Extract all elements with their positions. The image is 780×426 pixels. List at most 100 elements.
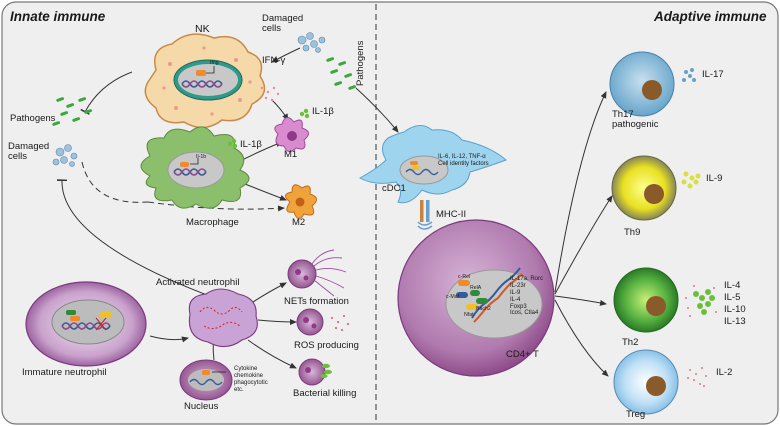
pathogens-top-label: Pathogens (355, 40, 366, 86)
treg-cell (613, 349, 679, 415)
ifng-cytokine-dots (260, 86, 280, 102)
th2-cytokine-il10: IL-10 (724, 303, 746, 315)
th17-cell (609, 51, 675, 117)
th2-cytokine-dots (685, 285, 717, 317)
cd4-t-cell (397, 219, 555, 377)
neutrophil-functions-label: Cytokine chemokine phagocytotic etc. (234, 366, 268, 394)
nk-cell (144, 33, 266, 129)
il1b-right-label: IL-1β (312, 106, 334, 117)
th2-cytokine-il13: IL-13 (724, 315, 746, 327)
cd4-dna-icon (471, 267, 523, 323)
function-line-2: chemokine (234, 372, 264, 379)
il17-cytokine-dots (682, 68, 696, 82)
m1-label: M1 (284, 149, 298, 160)
cd4-gene-line-5: Foxp3 (510, 303, 527, 310)
th17-label-line2: pathogenic (612, 118, 659, 130)
damaged-cells-left-line2: cells (8, 150, 28, 162)
pathogen-icon (52, 97, 93, 126)
activated-neutrophil-cell (188, 288, 258, 348)
cd4-to-th9-arrow (554, 195, 613, 295)
il1b-cytokine-right (299, 108, 310, 119)
cdc1-cytokines-label: IL-6, IL-12, TNF-α Cell identity factors (438, 154, 489, 168)
cd4-gene-line-1: IL-17a, Rorc (510, 276, 544, 282)
neutrophil-inhibit-arrow (56, 179, 216, 299)
cd4-tf-c-maf: c-Maf (446, 294, 459, 300)
cdc1-label: cDC1 (382, 183, 406, 194)
pathogens-left-label: Pathogens (10, 113, 56, 124)
cdc1-cytokine-line-1: IL-6, IL-12, TNF-α (438, 154, 486, 160)
il2-label: IL-2 (716, 367, 733, 378)
cd4-to-treg-arrow (554, 299, 609, 377)
ifng-label: IFN-γ (262, 55, 286, 66)
m2-label: M2 (292, 217, 306, 228)
damaged-to-macrophage-dashed (81, 161, 149, 203)
cd4-nucleus (445, 269, 543, 339)
cd4-gene-line-2: IL-23r (510, 282, 526, 289)
immature-neutrophil-cell (25, 281, 147, 367)
th17-label-line1: Th17 (612, 109, 634, 120)
th17-label: Th17 pathogenic (612, 110, 658, 130)
ros-producing-label: ROS producing (294, 340, 359, 351)
cd4-gene-line-4: IL-4 (510, 296, 521, 303)
cd4-tf-bach2: Bach2 (476, 306, 491, 312)
innate-panel-title: Innate immune (10, 9, 106, 24)
damaged-cells-top-line1: Damaged (262, 13, 304, 24)
nk-gene-label: Ifng (210, 60, 219, 66)
cdc1-cytokine-line-2: Cell identity factors (438, 160, 489, 167)
neutrophil-nucleus-detail (179, 359, 233, 401)
damaged-cells-top-icon (297, 32, 326, 53)
immature-neutrophil-label: Immature neutrophil (22, 367, 107, 378)
m1-macrophage (274, 117, 309, 152)
th9-cell (611, 155, 677, 221)
pathogens-to-dc-arrow (355, 87, 399, 133)
th2-cell (613, 267, 679, 333)
bacterial-killing-label: Bacterial killing (293, 388, 357, 399)
il2-cytokine-dots (687, 367, 707, 387)
th2-cytokines-label: IL-4 IL-5 IL-10 IL-13 (724, 280, 746, 328)
damaged-cells-top-label: Damaged cells (262, 14, 303, 34)
neutrophil-to-ros-arrow (257, 318, 297, 325)
adaptive-panel-title: Adaptive immune (654, 9, 767, 24)
cd4-tf-nfat: Nfat (464, 312, 474, 318)
damaged-cells-left-label: Damaged cells (8, 142, 49, 162)
cd4-tf-c-rel: c-Rel (458, 274, 471, 280)
macrophage-gene-label: Il-1b (196, 154, 207, 160)
il1b-cytokine-mid (227, 138, 238, 149)
cd4-tf-rela: RelA (470, 285, 482, 291)
macrophage-cell (140, 126, 250, 209)
cd4-genes-label: IL-17a, Rorc IL-23r IL-9 IL-4 Foxp3 Icos… (510, 276, 543, 317)
cd4-gene-line-3: IL-9 (510, 289, 521, 296)
damaged-cells-top-line2: cells (262, 22, 282, 34)
cd4-to-th2-arrow (554, 295, 607, 306)
cd4-gene-line-6: Icos, Ctla4 (510, 310, 539, 317)
treg-label: Treg (626, 409, 646, 420)
nucleus-label: Nucleus (184, 401, 219, 412)
nets-formation-label: NETs formation (284, 296, 349, 307)
il9-cytokine-dots (681, 171, 701, 189)
th2-cytokine-il5: IL-5 (724, 291, 741, 303)
function-line-1: Cytokine (234, 366, 258, 372)
th2-cytokine-il4: IL-4 (724, 280, 741, 291)
nk-label: NK (195, 23, 210, 35)
cdc1-cell (358, 125, 507, 204)
pathogens-top-icon (326, 57, 357, 90)
m2-macrophage (285, 184, 317, 219)
il9-label: IL-9 (706, 173, 723, 184)
il17-label: IL-17 (702, 69, 724, 80)
damaged-cells-left-line1: Damaged (8, 141, 50, 152)
macrophage-label: Macrophage (186, 217, 239, 228)
activated-neutrophil-label: Activated neutrophil (156, 277, 240, 288)
cd4-to-th17-arrow (554, 91, 607, 293)
immature-to-activated-arrow (149, 335, 189, 343)
th2-label: Th2 (622, 337, 639, 348)
nets-cell (287, 249, 347, 297)
nk-inhibit-arrow (80, 71, 133, 115)
mhc-ii-complex (417, 200, 433, 230)
mhc-ii-label: MHC-II (436, 209, 467, 220)
th9-label: Th9 (624, 227, 641, 238)
dashed-to-m2-arrow (147, 201, 285, 212)
cd4-t-label: CD4+ T (506, 349, 539, 360)
damaged-to-nk-arrow (271, 47, 301, 63)
